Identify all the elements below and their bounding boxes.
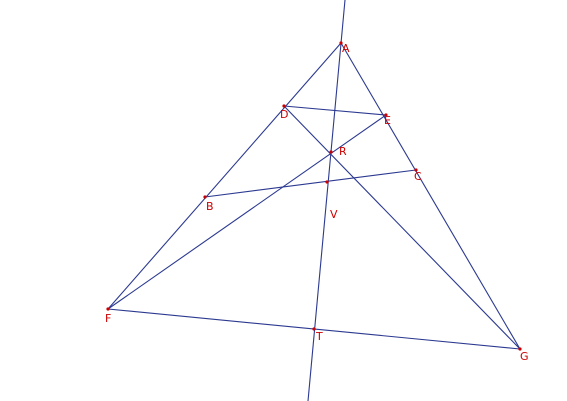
segment-AG bbox=[340, 42, 521, 350]
segment-AF bbox=[107, 42, 342, 310]
label-B: B bbox=[206, 200, 214, 213]
segment-BC bbox=[204, 169, 417, 198]
label-A: A bbox=[342, 42, 350, 55]
point-A bbox=[339, 41, 343, 45]
label-G: G bbox=[520, 350, 529, 363]
label-T: T bbox=[315, 330, 323, 343]
point-V bbox=[325, 180, 329, 184]
line-through-A-T bbox=[307, 0, 346, 401]
point-C bbox=[414, 168, 418, 172]
label-E: E bbox=[384, 114, 391, 127]
point-B bbox=[203, 195, 207, 199]
label-D: D bbox=[280, 108, 288, 121]
segment-FE bbox=[107, 114, 387, 310]
label-R: R bbox=[339, 145, 347, 158]
point-E bbox=[384, 113, 388, 117]
segment-DG bbox=[283, 105, 521, 350]
label-F: F bbox=[105, 312, 111, 325]
label-V: V bbox=[330, 208, 338, 221]
point-F bbox=[106, 307, 110, 311]
point-D bbox=[282, 104, 286, 108]
label-C: C bbox=[414, 170, 422, 183]
point-G bbox=[518, 347, 522, 351]
point-T bbox=[312, 327, 316, 331]
point-R bbox=[329, 150, 333, 154]
